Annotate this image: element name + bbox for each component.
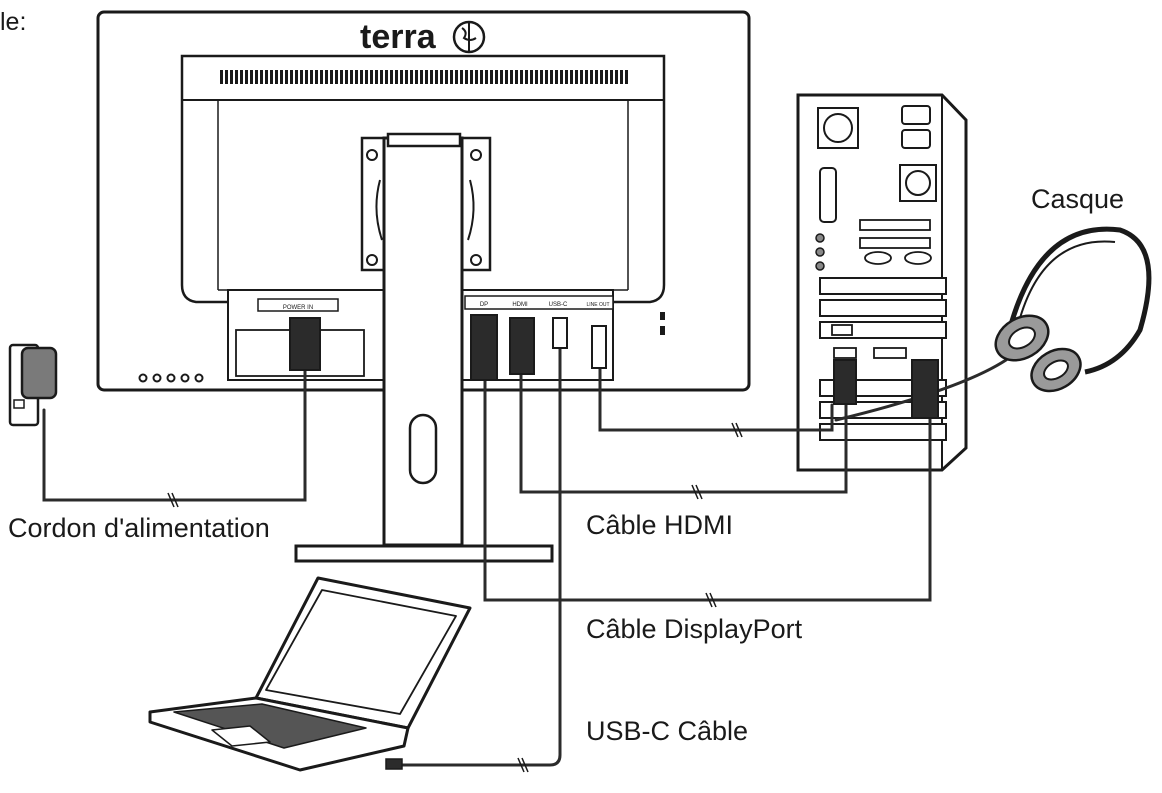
monitor-stand <box>294 132 554 563</box>
label-hdmi-cable: Câble HDMI <box>586 510 734 540</box>
globe-icon <box>452 20 486 54</box>
monitor-vent <box>220 70 628 84</box>
headset-cable <box>834 358 1008 422</box>
usbc-cable <box>398 343 562 767</box>
monitor-buttons <box>138 373 204 383</box>
break-marks <box>167 422 743 773</box>
pc-plugs <box>833 359 939 419</box>
port-tag-dp: DP <box>480 302 488 308</box>
pc-tower <box>796 93 968 472</box>
power-plug <box>289 317 321 371</box>
port-tag-usbc: USB-C <box>549 302 568 308</box>
kensington-slot-icon <box>660 326 665 335</box>
usbc-plug <box>552 317 568 349</box>
monitor-plugs <box>289 314 607 381</box>
displayport-cable <box>483 378 932 602</box>
laptop-icon <box>148 576 472 772</box>
audio-plug <box>591 325 607 369</box>
wall-outlet <box>8 343 58 427</box>
port-tag-hdmi: HDMI <box>512 302 528 308</box>
port-tag-power: POWER IN <box>283 305 313 311</box>
laptop-usbc-plug <box>385 758 403 770</box>
cable-management-slot <box>408 413 438 485</box>
audio-cable <box>598 366 834 432</box>
brand-logo-large: terra <box>360 18 437 56</box>
port-tag-lineout: LINE OUT <box>586 302 609 308</box>
label-usbc-cable: USB-C Câble <box>586 716 749 746</box>
pc-dp-plug <box>911 359 939 419</box>
dp-plug <box>470 314 498 381</box>
hdmi-plug <box>509 317 535 375</box>
label-headset: Casque <box>1031 184 1125 214</box>
port-tags: POWER IN DP HDMI USB-C LINE OUT <box>257 295 614 312</box>
label-power-cord: Cordon d'alimentation <box>8 513 270 543</box>
partial-caption: le: <box>0 8 27 36</box>
pc-hdmi-plug <box>833 359 857 405</box>
label-displayport-cable: Câble DisplayPort <box>586 614 803 644</box>
headset-icon <box>994 226 1152 393</box>
hdmi-cable <box>519 370 848 494</box>
kensington-lock-icon <box>660 312 665 320</box>
stand-base <box>294 544 554 563</box>
